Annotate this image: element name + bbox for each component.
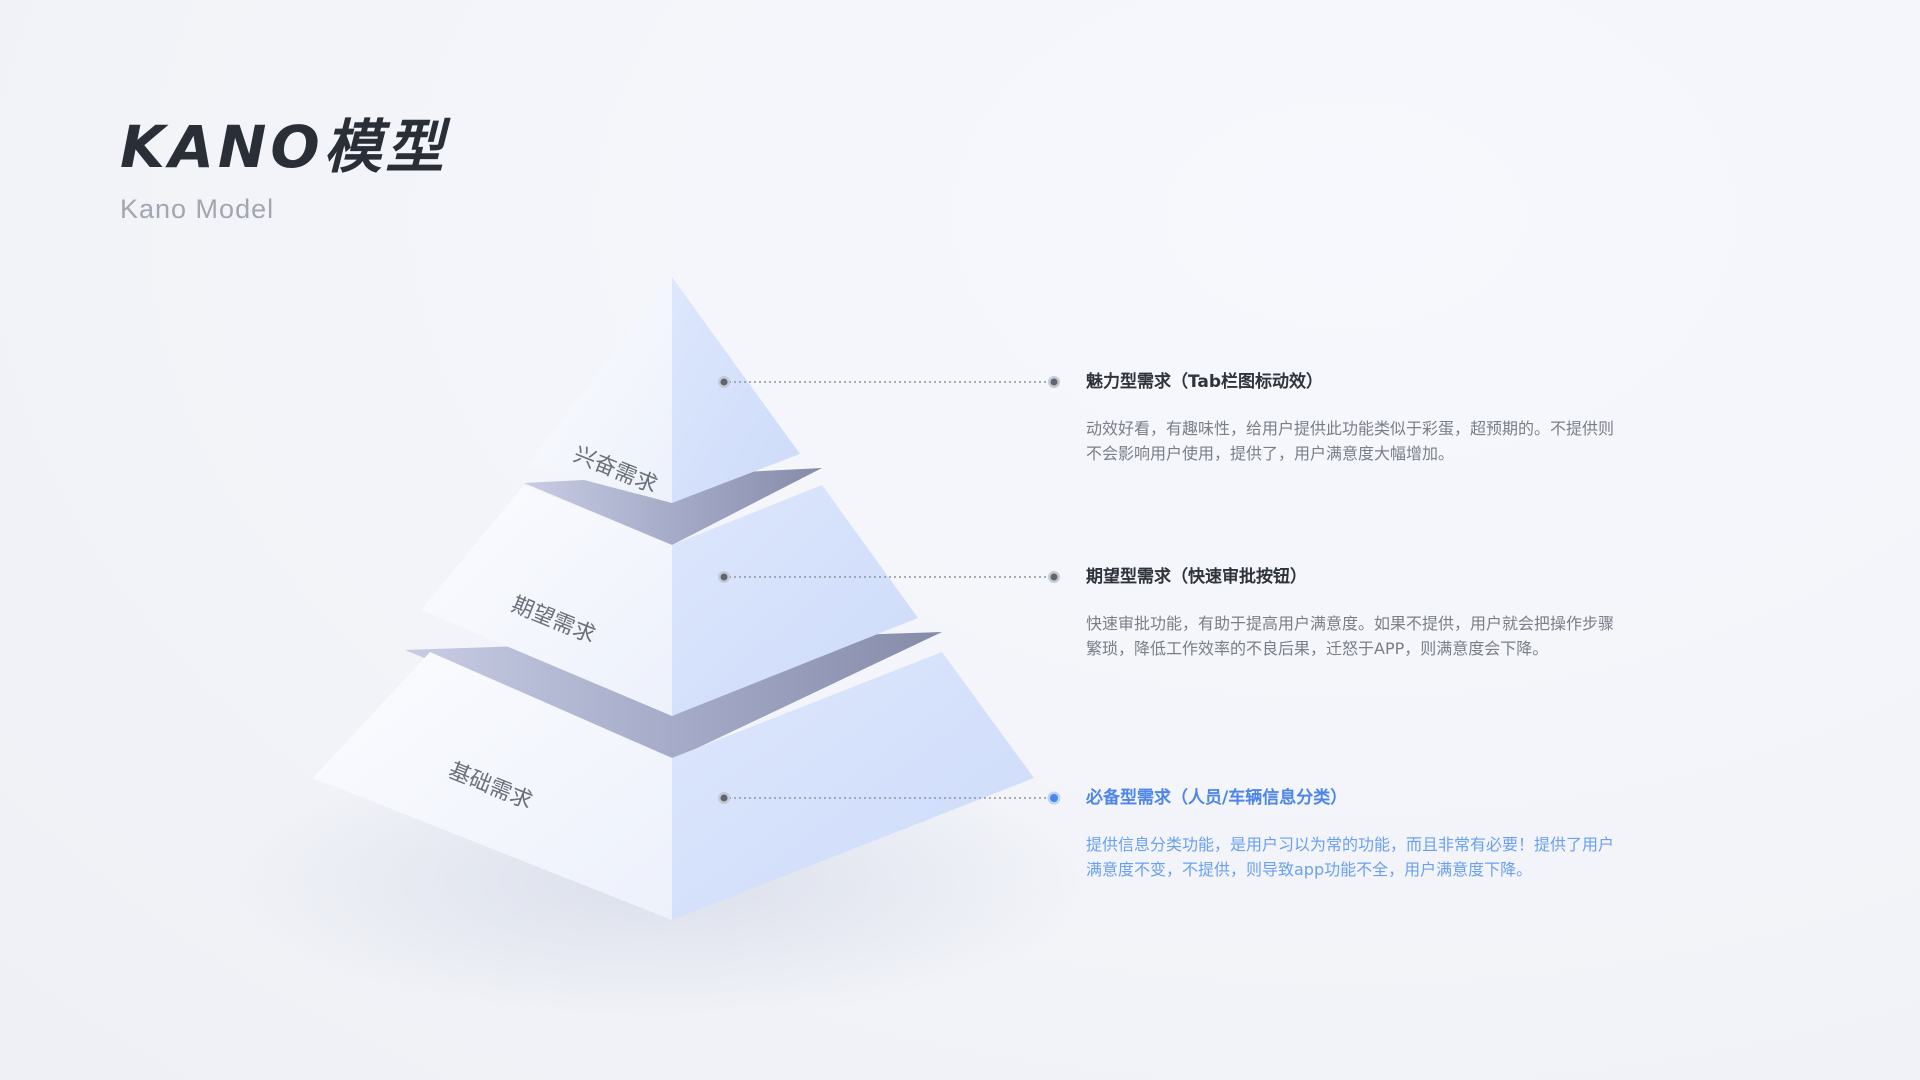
- info-title-expected: 期望型需求（快速审批按钮）: [1086, 567, 1307, 587]
- connector-dot-right-active-core: [1050, 794, 1058, 802]
- connector-dot-right-core: [1050, 573, 1058, 581]
- info-block-basic: 必备型需求（人员/车辆信息分类） 提供信息分类功能，是用户习以为常的功能，而且非…: [1086, 786, 1616, 882]
- tier-excitement-right-face: [672, 277, 800, 503]
- connector-excitement: [718, 376, 1060, 388]
- page-subtitle: Kano Model: [120, 194, 275, 224]
- connector-dot-left-core: [720, 794, 728, 802]
- pyramid-tier-expected: [421, 468, 918, 716]
- info-title-basic: 必备型需求（人员/车辆信息分类）: [1086, 788, 1348, 808]
- tier-expected-left-face: [421, 485, 672, 716]
- info-title-excitement: 魅力型需求（Tab栏图标动效）: [1086, 372, 1324, 392]
- tier-basic-right-face: [672, 652, 1034, 920]
- info-block-excitement: 魅力型需求（Tab栏图标动效） 动效好看，有趣味性，给用户提供此功能类似于彩蛋，…: [1086, 370, 1616, 466]
- page-title: KANO模型: [120, 113, 448, 181]
- tier-excitement-left-face: [527, 277, 672, 503]
- connector-dot-left-core: [720, 378, 728, 386]
- info-description-expected: 快速审批功能，有助于提高用户满意度。如果不提供，用户就会把操作步骤繁琐，降低工作…: [1086, 614, 1615, 658]
- tier-basic-left-face: [313, 652, 672, 920]
- connector-dot-right-core: [1050, 378, 1058, 386]
- pyramid-tier-excitement: [527, 277, 800, 503]
- connector-basic: [718, 791, 1061, 805]
- tier-expected-right-face: [672, 485, 918, 716]
- info-description-basic: 提供信息分类功能，是用户习以为常的功能，而且非常有必要！提供了用户满意度不变，不…: [1086, 835, 1615, 879]
- info-block-expected: 期望型需求（快速审批按钮） 快速审批功能，有助于提高用户满意度。如果不提供，用户…: [1086, 565, 1616, 661]
- tier-expected-band: [524, 468, 822, 545]
- connector-dot-left-core: [720, 573, 728, 581]
- info-description-excitement: 动效好看，有趣味性，给用户提供此功能类似于彩蛋，超预期的。不提供则不会影响用户使…: [1086, 419, 1615, 463]
- connector-expected: [718, 571, 1060, 583]
